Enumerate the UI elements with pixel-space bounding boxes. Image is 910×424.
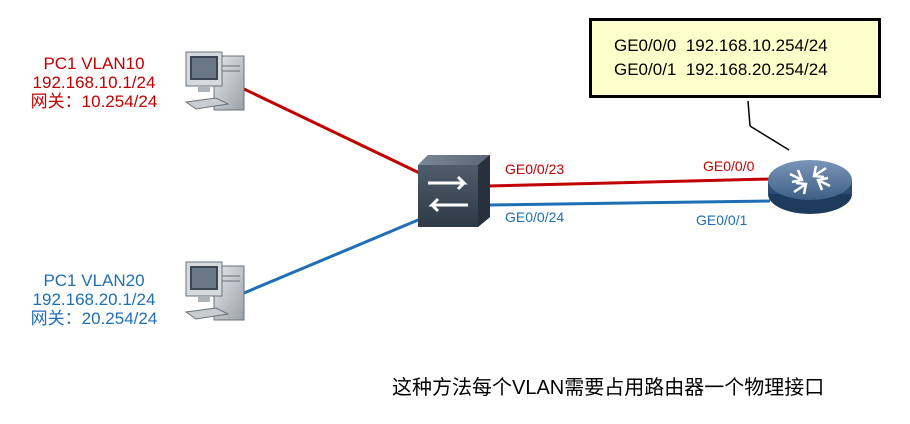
router-port-blue: GE0/0/1: [696, 212, 748, 228]
diagram-caption: 这种方法每个VLAN需要占用路由器一个物理接口: [392, 377, 825, 399]
pc2-ip: 192.168.20.1/24: [32, 290, 156, 309]
pc1-ip: 192.168.10.1/24: [32, 73, 156, 92]
callout-ip: 192.168.10.254/24: [685, 36, 828, 55]
switch-port-red: GE0/0/23: [505, 161, 565, 177]
pc1-gateway: 网关：10.254/24: [30, 92, 158, 111]
link-pc2-switch: [243, 213, 431, 295]
pc2-name: PC1 VLAN20: [43, 271, 145, 290]
router-ip-callout: GE0/0/0 192.168.10.254/24 GE0/0/1 192.16…: [589, 18, 881, 98]
callout-row: GE0/0/0 192.168.10.254/24: [592, 34, 878, 58]
link-switch-router-blue: [487, 199, 771, 207]
link-switch-router-red: [487, 177, 771, 188]
pc2-gateway: 网关：20.254/24: [30, 309, 158, 328]
switch-port-blue: GE0/0/24: [505, 209, 565, 225]
callout-iface: GE0/0/0: [614, 36, 677, 55]
link-pc1-switch: [243, 87, 431, 180]
pc-icon: [184, 51, 245, 111]
pc1-label: PC1 VLAN10 192.168.10.1/24 网关：10.254/24: [16, 54, 172, 111]
callout-ip: 192.168.20.254/24: [685, 60, 828, 79]
callout-row: GE0/0/1 192.168.20.254/24: [592, 58, 878, 82]
pc-icon: [184, 261, 245, 321]
callout-pointer: [747, 100, 751, 127]
pc1-name: PC1 VLAN10: [43, 54, 145, 73]
router-icon: [768, 160, 852, 214]
switch-icon: [418, 155, 490, 227]
pc2-label: PC1 VLAN20 192.168.20.1/24 网关：20.254/24: [16, 271, 172, 328]
callout-pointer-arrow: [749, 125, 790, 151]
router-port-red: GE0/0/0: [703, 158, 755, 174]
callout-iface: GE0/0/1: [614, 60, 677, 79]
